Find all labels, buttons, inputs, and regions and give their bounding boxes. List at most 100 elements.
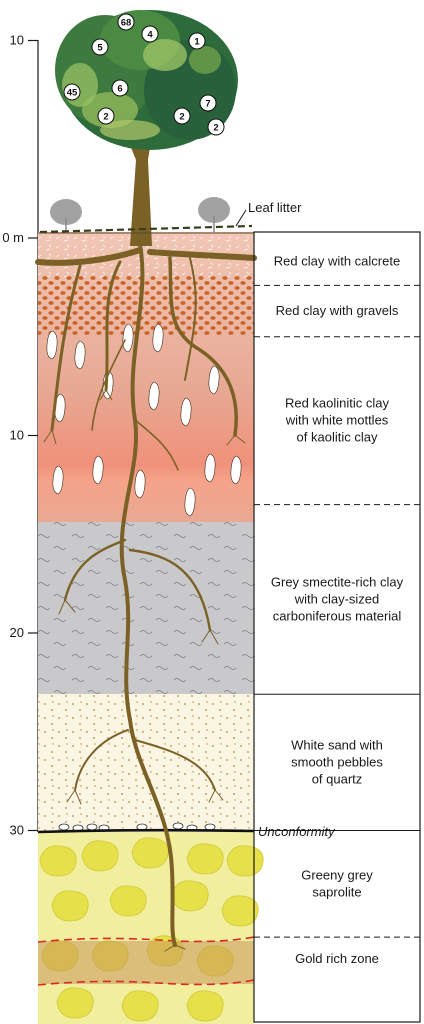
depth-tick-label: 10 bbox=[10, 428, 24, 443]
layer-label: saprolite bbox=[312, 884, 361, 899]
tree-badge bbox=[188, 32, 206, 50]
saprolite-blob bbox=[171, 880, 209, 912]
layer-label: Red clay with gravels bbox=[276, 303, 399, 318]
tree-badge bbox=[173, 107, 191, 125]
leaf-litter-label: Leaf litter bbox=[248, 200, 302, 215]
tree-roots bbox=[35, 243, 257, 952]
lateral-root bbox=[147, 249, 257, 261]
mottle bbox=[122, 323, 134, 353]
unconformity-label: Unconformity bbox=[258, 824, 336, 839]
tree-badge-label: 1 bbox=[194, 36, 200, 47]
tree-badge bbox=[199, 94, 217, 112]
quartz-pebbles bbox=[58, 822, 216, 832]
pebble bbox=[172, 822, 184, 830]
root-branch bbox=[104, 260, 122, 392]
root-hairs bbox=[43, 389, 246, 952]
tree-badge bbox=[97, 107, 115, 125]
saprolite-blobs bbox=[39, 837, 264, 1022]
leaf-litter-leader bbox=[235, 209, 247, 227]
soil-layers bbox=[37, 232, 264, 1024]
gold-zone-band bbox=[38, 941, 254, 984]
depth-tick-label: 10 bbox=[10, 33, 24, 48]
mottle bbox=[148, 381, 160, 411]
layer-label: Greeny grey bbox=[301, 867, 373, 882]
shrub-right bbox=[198, 197, 230, 232]
tree-badge-label: 68 bbox=[121, 17, 132, 28]
white-mottles bbox=[46, 323, 242, 517]
saprolite-blob bbox=[121, 990, 159, 1022]
root-branch bbox=[50, 264, 82, 432]
tree-badge-label: 4 bbox=[147, 29, 153, 40]
tree-badge bbox=[91, 38, 109, 56]
mottle bbox=[52, 465, 64, 495]
layer-label: of kaolitic clay bbox=[297, 430, 378, 445]
mottle bbox=[134, 469, 146, 499]
grey-clay-texture bbox=[38, 522, 254, 694]
white-sand-texture bbox=[38, 694, 254, 832]
root-branch bbox=[168, 256, 238, 437]
layer-label: smooth pebbles bbox=[291, 754, 383, 769]
layer-label: carboniferous material bbox=[273, 608, 402, 623]
layer-label: Red kaolinitic clay bbox=[285, 396, 390, 411]
layer-label: with clay-sized bbox=[294, 591, 380, 606]
tree-badge-label: 5 bbox=[97, 42, 103, 53]
depth-tick-label: 30 bbox=[10, 823, 24, 838]
layer-label: with white mottles bbox=[285, 413, 389, 428]
tree-badge bbox=[111, 79, 129, 97]
layer-label: Red clay with calcrete bbox=[274, 254, 400, 269]
saprolite-blob bbox=[81, 840, 119, 872]
root-branch bbox=[74, 729, 129, 791]
legend-frame bbox=[253, 231, 421, 1023]
tree-badge-label: 2 bbox=[179, 111, 184, 122]
pebble bbox=[58, 823, 70, 831]
shrub-left bbox=[50, 199, 82, 232]
leaf-litter-line bbox=[39, 224, 253, 234]
mottle bbox=[208, 365, 220, 395]
root-branch bbox=[134, 419, 179, 471]
saprolite-blob bbox=[51, 890, 89, 922]
tree-badge-label: 7 bbox=[205, 98, 210, 109]
gold-zone-bottom-boundary bbox=[37, 979, 255, 986]
mottle bbox=[180, 397, 192, 427]
taproot bbox=[119, 243, 177, 947]
saprolite-blob bbox=[186, 843, 224, 875]
saprolite-blob bbox=[131, 837, 169, 869]
saprolite-blob bbox=[221, 895, 259, 927]
mottle bbox=[152, 323, 164, 353]
depth-tick-label: 0 m bbox=[2, 230, 24, 245]
depth-tick-label: 20 bbox=[10, 625, 24, 640]
unconformity-line bbox=[37, 828, 255, 834]
saprolite-blob bbox=[56, 987, 94, 1019]
saprolite-blob bbox=[186, 990, 224, 1022]
tree-badge-label: 2 bbox=[213, 122, 218, 133]
mottle bbox=[230, 455, 242, 485]
root-branch bbox=[63, 538, 127, 602]
mottle bbox=[74, 340, 86, 370]
saprolite-blob bbox=[39, 845, 77, 877]
root-branch bbox=[91, 339, 126, 431]
tree-badge bbox=[207, 118, 225, 136]
tree-badge bbox=[141, 25, 159, 43]
root-branch bbox=[128, 548, 212, 632]
lateral-root bbox=[35, 247, 143, 266]
saprolite-blob bbox=[109, 885, 147, 917]
tree-badge-label: 2 bbox=[103, 111, 108, 122]
saprolite-blob bbox=[226, 845, 264, 877]
mottle bbox=[46, 330, 58, 360]
mottle bbox=[92, 455, 104, 485]
root-branch bbox=[134, 739, 216, 791]
root-branch bbox=[184, 257, 197, 381]
layer-label: Grey smectite-rich clay bbox=[271, 574, 404, 589]
layer-label: of quartz bbox=[312, 771, 363, 786]
gold-zone-top-boundary bbox=[37, 936, 255, 943]
tree-badge-label: 45 bbox=[67, 87, 78, 98]
tree-badge-label: 6 bbox=[117, 83, 122, 94]
mottle bbox=[184, 487, 196, 517]
layer-label: Gold rich zone bbox=[295, 951, 379, 966]
layer-label: White sand with bbox=[291, 737, 383, 752]
tree-badge bbox=[63, 83, 81, 101]
